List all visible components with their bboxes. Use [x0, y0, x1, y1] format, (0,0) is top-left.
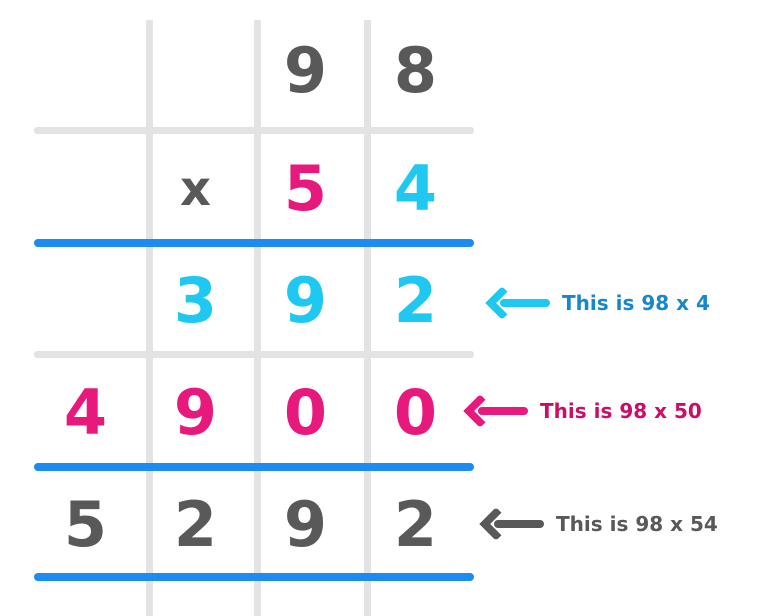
annotation-total: This is 98 x 54	[479, 504, 718, 544]
cell-partial1-hundreds: 3	[173, 264, 217, 337]
rule-under-multiplier	[34, 239, 474, 247]
annotation-partial2-label: This is 98 x 50	[540, 399, 702, 423]
cell-multiplier-ones: 4	[393, 152, 437, 225]
cell-total-ones: 2	[393, 488, 437, 561]
cell-partial1-tens: 9	[283, 264, 327, 337]
annotation-total-label: This is 98 x 54	[556, 512, 718, 536]
arrow-left-icon	[485, 286, 550, 320]
rule-below-total	[34, 573, 474, 581]
grid-vline-3	[364, 20, 371, 616]
cell-multiplier-tens: 5	[283, 152, 327, 225]
annotation-partial1-label: This is 98 x 4	[562, 291, 710, 315]
cell-partial1-ones: 2	[393, 264, 437, 337]
cell-partial2-hundreds: 9	[173, 376, 217, 449]
cell-total-tens: 9	[283, 488, 327, 561]
grid-vline-1	[146, 20, 153, 616]
grid-hline-between-partials	[34, 351, 474, 358]
arrow-left-icon	[463, 394, 528, 428]
cell-multiplicand-ones: 8	[393, 34, 437, 107]
cell-multiplicand-tens: 9	[283, 34, 327, 107]
cell-partial2-tens: 0	[283, 376, 327, 449]
cell-partial2-ones: 0	[393, 376, 437, 449]
annotation-partial1: This is 98 x 4	[485, 283, 710, 323]
cell-total-thousands: 5	[63, 488, 107, 561]
rule-above-total	[34, 463, 474, 471]
multiplication-operator: x	[180, 161, 211, 217]
grid-vline-2	[254, 20, 261, 616]
annotation-partial2: This is 98 x 50	[463, 391, 702, 431]
cell-partial2-thousands: 4	[63, 376, 107, 449]
cell-total-hundreds: 2	[173, 488, 217, 561]
arrow-left-icon	[479, 507, 544, 541]
grid-hline-under-multiplicand	[34, 127, 474, 134]
